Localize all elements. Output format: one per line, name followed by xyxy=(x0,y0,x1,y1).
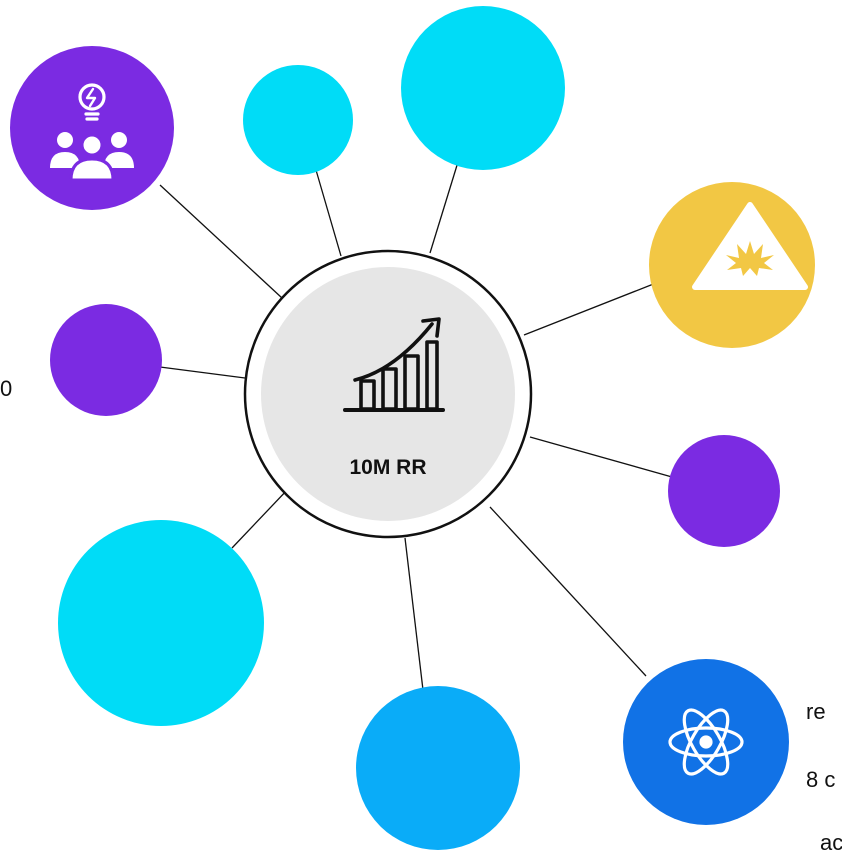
connector-atom xyxy=(489,506,647,677)
team-figures xyxy=(50,132,134,182)
left-edge-text: 0 xyxy=(0,376,12,401)
node-warning xyxy=(649,182,815,348)
node-atom xyxy=(623,659,789,825)
connector-idea-team xyxy=(159,184,283,299)
center-hub-inner-disk xyxy=(261,267,515,521)
connector-right-purple xyxy=(529,436,673,478)
node-right-purple xyxy=(668,435,780,547)
right-edge-text-1: re xyxy=(806,699,826,724)
node-big-cyan xyxy=(58,520,264,726)
connector-left-purple xyxy=(159,366,246,379)
connector-small-cyan xyxy=(315,169,342,257)
atom-icon xyxy=(668,708,744,776)
center-label: 10M RR xyxy=(349,456,426,479)
growth-chart-icon xyxy=(343,317,445,412)
connector-top-cyan xyxy=(429,161,459,254)
center-hub: 10M RR xyxy=(243,249,533,539)
idea-team-icon xyxy=(78,83,106,121)
node-left-purple xyxy=(50,304,162,416)
connector-big-cyan xyxy=(231,487,290,549)
connector-warning xyxy=(523,282,657,336)
node-idea-team-circle xyxy=(10,46,174,210)
right-edge-text-3: ac xyxy=(820,830,842,850)
node-top-cyan xyxy=(401,6,565,170)
node-small-cyan xyxy=(243,65,353,175)
node-bottom-blue xyxy=(356,686,520,850)
warning-explosion-icon xyxy=(692,202,808,290)
node-idea-team xyxy=(10,46,174,210)
right-edge-text-2: 8 c xyxy=(806,767,835,792)
connector-bottom-blue xyxy=(404,537,424,691)
connector-lines xyxy=(159,161,673,691)
